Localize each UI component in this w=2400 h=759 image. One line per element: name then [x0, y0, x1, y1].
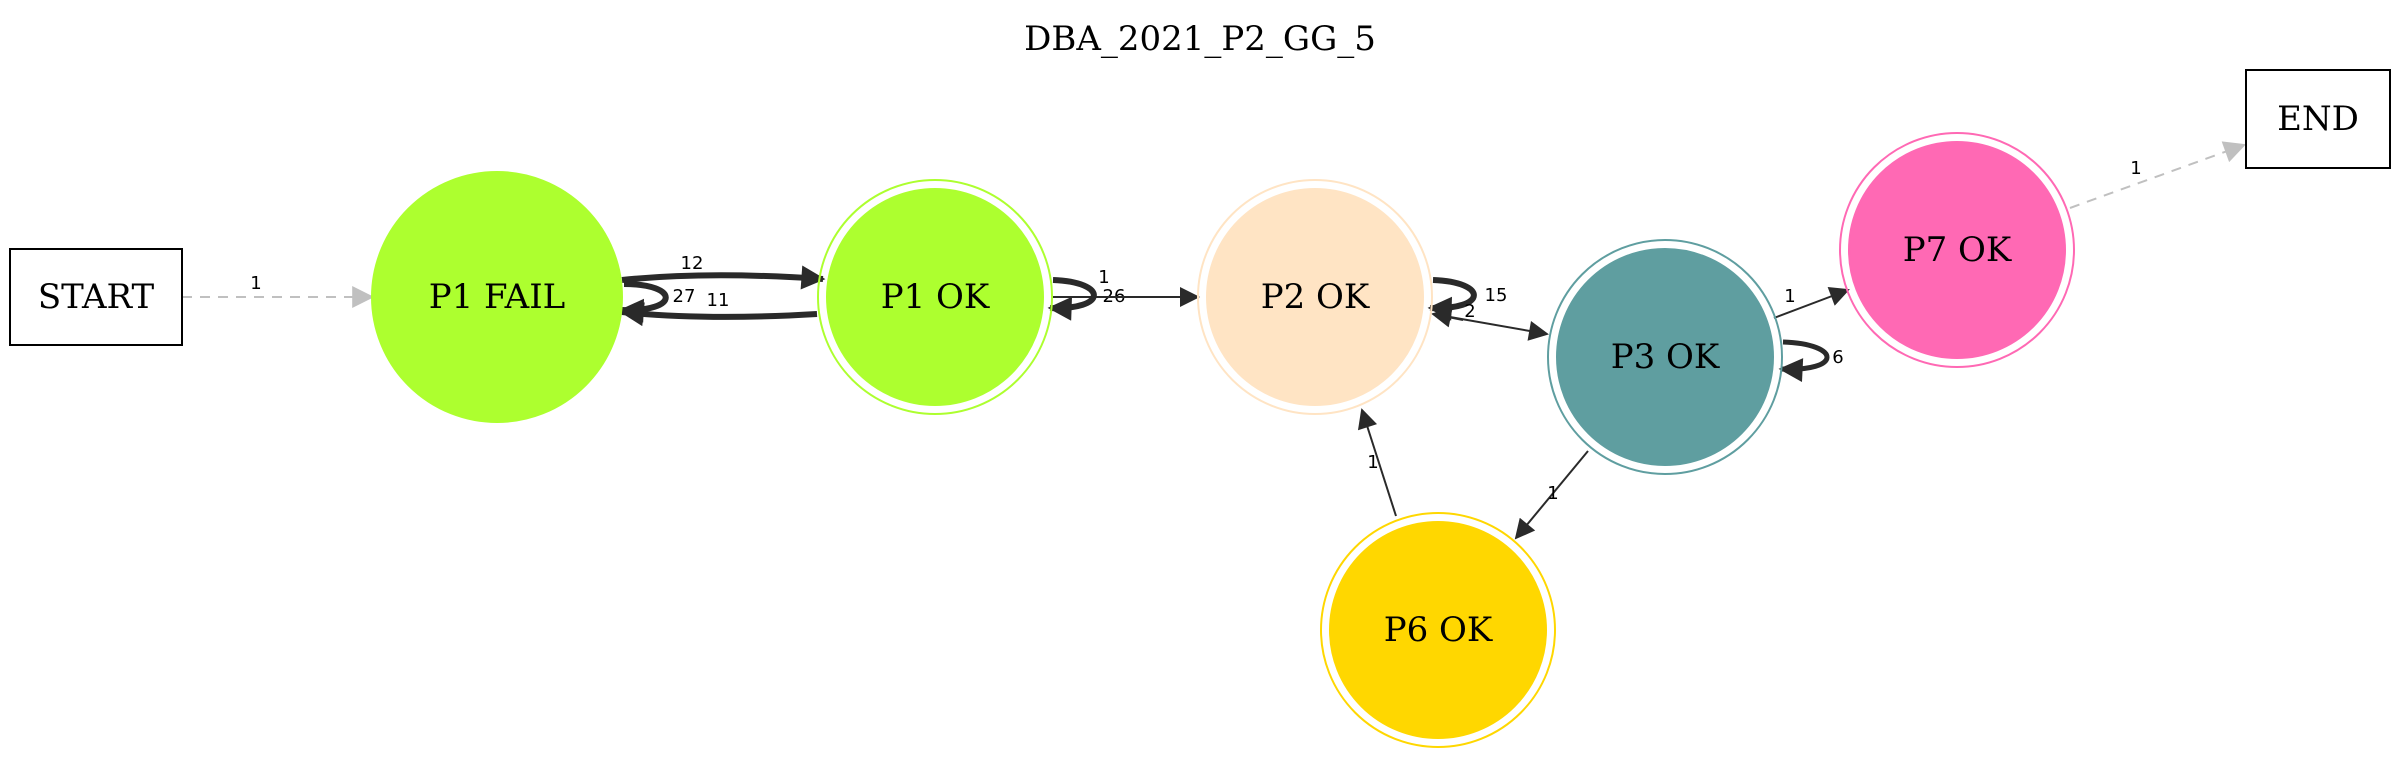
edge-p2-ok-p3-ok: 2	[1431, 301, 1549, 341]
edge-p7-ok-to-end: 1	[2069, 141, 2247, 209]
edge-label: 15	[1485, 285, 1508, 306]
edge-label: 1	[250, 273, 261, 294]
node-label: P3 OK	[1611, 337, 1720, 377]
edge-p1-ok-self-loop: 26	[1047, 277, 1125, 321]
edge-p1-fail-self-loop: 27	[619, 281, 696, 323]
edge-label: 1	[1784, 286, 1795, 307]
edge-label: 2	[1464, 301, 1475, 322]
edge-label: 1	[2130, 158, 2141, 179]
node-p3-ok: P3 OK	[1547, 239, 1783, 475]
edge-label: 1	[1367, 452, 1378, 473]
edge-label: 12	[681, 253, 704, 274]
node-end: END	[2245, 69, 2391, 169]
edge-p3-ok-self-loop: 6	[1778, 339, 1844, 383]
node-p1-fail: P1 FAIL	[371, 171, 623, 423]
edge-label: 27	[673, 286, 696, 307]
node-p1-ok: P1 OK	[817, 179, 1053, 415]
edge-p3-ok-to-p6-ok: 1	[1514, 450, 1589, 540]
edge-p1-ok-to-p2-ok: 1	[1053, 267, 1200, 307]
edge-p3-ok-to-p7-ok: 1	[1773, 286, 1850, 319]
node-label: P1 FAIL	[429, 277, 566, 317]
node-label: P6 OK	[1384, 610, 1493, 650]
node-label: P2 OK	[1261, 277, 1370, 317]
edge-p2-ok-self-loop: 15	[1427, 277, 1508, 321]
node-label: P1 OK	[881, 277, 990, 317]
edge-p1-fail-to-p1-ok: 12	[621, 253, 826, 290]
diagram-title: DBA_2021_P2_GG_5	[1024, 19, 1376, 59]
node-p6-ok: P6 OK	[1320, 512, 1556, 748]
edge-label: 1	[1547, 483, 1558, 504]
edge-p1-ok-to-p1-fail: 11	[619, 290, 818, 327]
edge-label: 6	[1832, 347, 1843, 368]
node-p7-ok: P7 OK	[1839, 132, 2075, 368]
node-label: P7 OK	[1903, 230, 2012, 270]
edge-label: 11	[707, 290, 730, 311]
node-p2-ok: P2 OK	[1197, 179, 1433, 415]
node-start: START	[9, 248, 183, 346]
edge-p6-ok-to-p2-ok: 1	[1357, 408, 1397, 517]
node-label: START	[38, 277, 155, 317]
node-label: END	[2277, 99, 2359, 139]
edge-label: 1	[1098, 267, 1109, 288]
edge-start-to-p1-fail: 1	[182, 273, 375, 308]
